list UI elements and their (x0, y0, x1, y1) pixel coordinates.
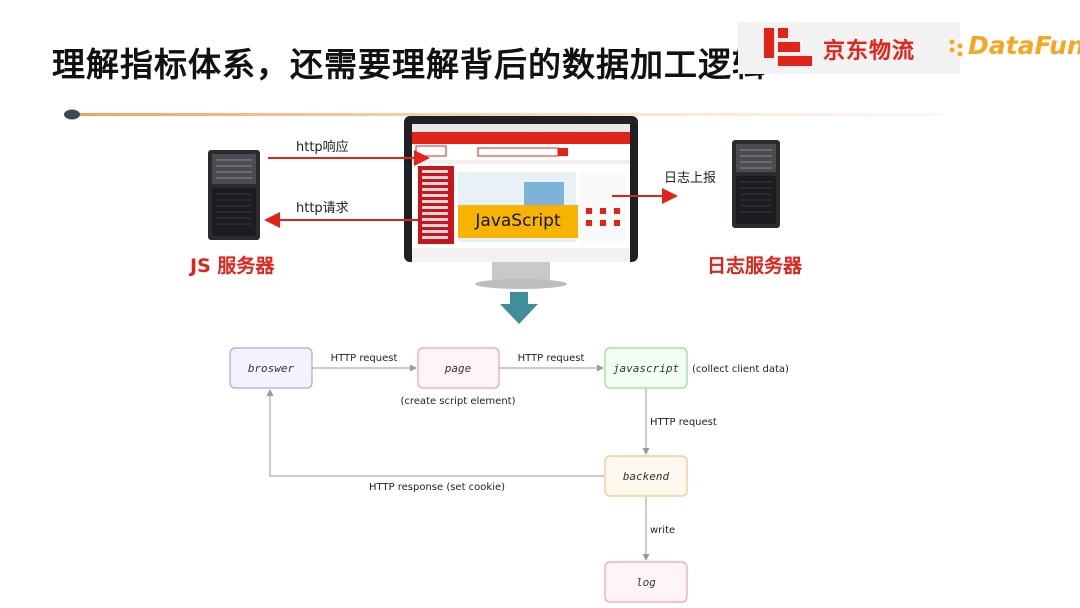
title-divider (64, 109, 942, 120)
log-server-label: 日志服务器 (707, 255, 803, 277)
edge-label-browser-page: HTTP request (331, 353, 398, 364)
node-backend (604, 455, 688, 497)
js-server-label: JS 服务器 (190, 255, 275, 277)
node-log (604, 561, 688, 603)
javascript-note: (collect client data) (692, 364, 789, 375)
jd-logo-mark (764, 28, 774, 58)
edge-label-backend-log: write (650, 525, 675, 536)
edge-label-javascript-backend: HTTP request (650, 417, 717, 428)
node-javascript (604, 347, 688, 389)
datafun-logo-text: DataFun. (968, 31, 1080, 60)
datafun-logo-icon (949, 39, 963, 57)
node-browser-label: broswer (248, 362, 295, 375)
jd-logistics-logo-text: 京东物流 (823, 39, 916, 64)
log-report-label: 日志上报 (664, 171, 717, 186)
http-response-label: http响应 (296, 140, 349, 155)
edge-backend-browser (266, 389, 604, 477)
js-server-icon (208, 150, 260, 240)
node-javascript-label: javascript (613, 362, 680, 375)
edge-label-page-javascript: HTTP request (518, 353, 585, 364)
node-page-label: page (444, 362, 472, 375)
edge-label-backend-browser: HTTP response (set cookie) (369, 482, 505, 493)
jd-logistics-logo (738, 22, 960, 74)
node-log-label: log (636, 576, 656, 589)
page-title: 理解指标体系，还需要理解背后的数据加工逻辑 (52, 45, 766, 84)
log-server-icon (732, 140, 780, 228)
node-browser (229, 347, 313, 389)
page-note: (create script element) (400, 396, 515, 407)
node-page (417, 347, 500, 389)
http-request-label: http请求 (296, 201, 349, 216)
node-backend-label: backend (623, 470, 670, 483)
down-arrow-icon (500, 292, 538, 324)
javascript-tag: JavaScript (458, 205, 578, 238)
